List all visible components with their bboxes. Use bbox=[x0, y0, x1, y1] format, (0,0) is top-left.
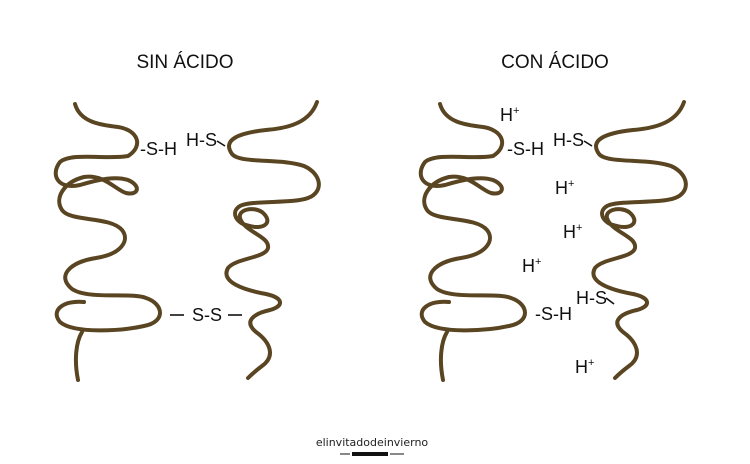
hydrogen-ion: H+ bbox=[522, 256, 541, 276]
thiol-label-sh-left: -S-H bbox=[140, 139, 177, 159]
disulfide-label: S-S bbox=[192, 305, 222, 325]
thiol-label-hs-right: H-S bbox=[186, 130, 217, 150]
hydrogen-ion: H+ bbox=[555, 178, 574, 198]
panel-sin-acido: SIN ÁCIDO -S-H H-S S-S bbox=[53, 52, 321, 382]
watermark-bar bbox=[352, 452, 388, 456]
bond-tick bbox=[605, 297, 615, 305]
protein-strand-left-a bbox=[53, 102, 162, 382]
watermark: elinvitadodeinvierno bbox=[316, 436, 429, 456]
hydrogen-ion: H+ bbox=[563, 222, 582, 242]
thiol-label-sh-top: -S-H bbox=[507, 139, 544, 159]
panel-title-sin-acido: SIN ÁCIDO bbox=[136, 52, 233, 73]
hydrogen-ion: H+ bbox=[500, 105, 519, 125]
thiol-label-hs-top: H-S bbox=[553, 130, 584, 150]
protein-strand-right-a bbox=[418, 102, 527, 382]
bond-tick bbox=[583, 140, 593, 147]
watermark-text: elinvitadodeinvierno bbox=[316, 436, 429, 449]
bond-tick bbox=[216, 140, 226, 147]
hydrogen-ion: H+ bbox=[575, 357, 594, 377]
thiol-label-sh-bottom: -S-H bbox=[535, 304, 572, 324]
panel-con-acido: CON ÁCIDO -S-H H-S -S-H H-S H+ H+ H+ H+ … bbox=[418, 52, 688, 382]
panel-title-con-acido: CON ÁCIDO bbox=[501, 52, 609, 73]
protein-strand-right-b bbox=[591, 100, 688, 380]
protein-strand-left-b bbox=[224, 100, 321, 380]
thiol-label-hs-bottom: H-S bbox=[576, 288, 607, 308]
